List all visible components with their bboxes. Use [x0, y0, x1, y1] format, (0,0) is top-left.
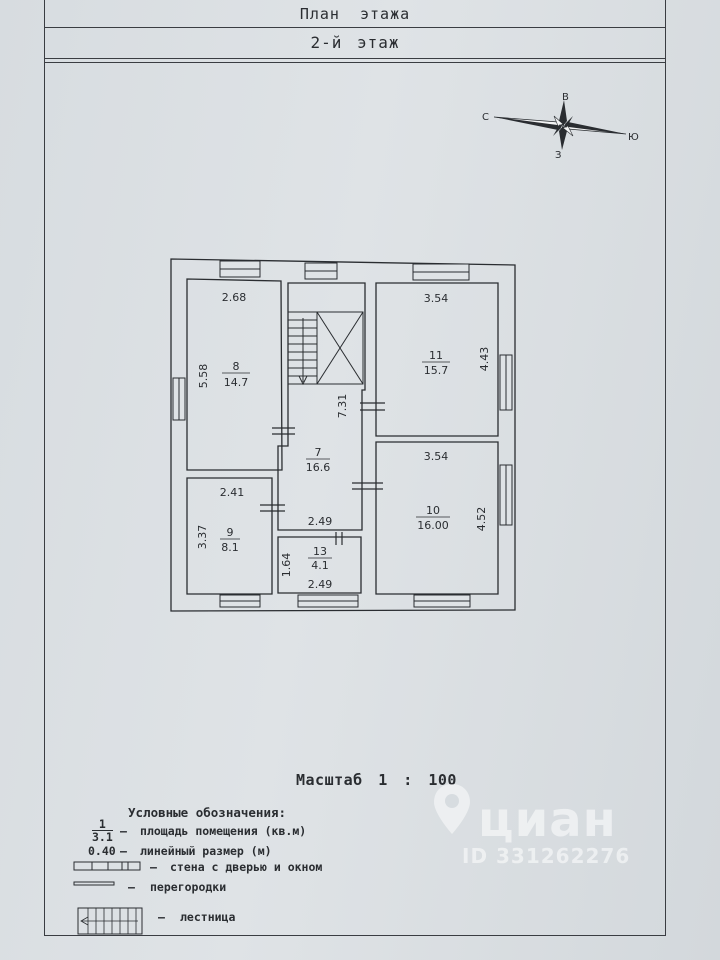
room-10-width: 3.54: [424, 450, 449, 463]
plan-title: План этажа: [299, 5, 411, 23]
room-7-length: 7.31: [336, 394, 349, 419]
legend-partition-desc: перегородки: [150, 880, 227, 894]
compass-needle: [559, 126, 567, 150]
window-icon: [91, 861, 109, 871]
legend-area-example: 1 3.1: [92, 818, 113, 843]
room-9-length: 3.37: [196, 525, 209, 550]
compass-east-label: В: [562, 92, 569, 103]
stairs-icon: [77, 907, 143, 935]
compass-south-label: Ю: [628, 132, 639, 143]
room-10-walls: [375, 441, 499, 595]
compass-needle: [553, 115, 564, 127]
room-10-area: 16.00: [417, 519, 449, 532]
room-13-number: 13: [313, 545, 327, 558]
room-10-number: 10: [426, 504, 440, 517]
room-11-number: 11: [429, 349, 443, 362]
location-pin-icon: [445, 794, 459, 808]
legend-size-desc: линейный размер (м): [140, 844, 272, 858]
legend-wall-desc: стена с дверью и окном: [170, 860, 323, 874]
compass-needle: [494, 117, 562, 130]
document-frame: [44, 0, 666, 936]
room-11-width: 3.54: [424, 292, 449, 305]
legend-stairs-desc: лестница: [180, 910, 236, 924]
room-8-area: 14.7: [224, 376, 249, 389]
watermark-brand: циан: [478, 792, 617, 848]
room-9-walls: [186, 477, 273, 595]
compass-needle: [562, 125, 574, 137]
stairs-icon: [287, 311, 364, 386]
location-pin-icon: [434, 784, 470, 834]
room-7-width: 2.49: [308, 515, 333, 528]
room-7-walls: [277, 282, 366, 531]
room-7-number: 7: [315, 446, 322, 459]
legend-dash: –: [120, 824, 127, 838]
room-11-area: 15.7: [424, 364, 449, 377]
legend-wall-symbols: [73, 861, 141, 886]
room-11-length: 4.43: [478, 347, 491, 372]
compass-needle: [564, 122, 626, 134]
legend-area-denominator: 3.1: [92, 830, 113, 844]
room-9-area: 8.1: [221, 541, 239, 554]
room-13-area: 4.1: [311, 559, 329, 572]
compass-rose: С В Ю З: [482, 92, 639, 161]
room-13-walls: [277, 536, 362, 594]
compass-needle: [553, 124, 561, 136]
legend-dash: –: [150, 860, 157, 874]
room-13-width: 2.49: [308, 578, 333, 591]
compass-north-label: С: [482, 112, 489, 123]
stair-step: [316, 311, 364, 385]
room-10-length: 4.52: [475, 507, 488, 532]
floor-title: 2-й этаж: [310, 33, 400, 52]
room-8-width: 2.68: [222, 291, 247, 304]
compass-needle: [559, 100, 567, 126]
stairs-icon: [287, 311, 364, 385]
scale-label: Масштаб 1 : 100: [296, 771, 457, 789]
room-8-walls: [186, 278, 283, 471]
legend-area-desc: площадь помещения (кв.м): [140, 824, 307, 838]
header-divider: [44, 62, 666, 63]
watermark: циан ID 331262276: [420, 772, 660, 872]
room-7-area: 16.6: [306, 461, 331, 474]
room-8-length: 5.58: [197, 364, 210, 389]
compass-needle: [565, 116, 573, 128]
room-11-walls: [375, 282, 499, 437]
watermark-id: ID 331262276: [462, 844, 631, 868]
stairs-direction-arrow: [80, 916, 89, 926]
location-pin-icon: [434, 784, 470, 834]
room-13-length: 1.64: [280, 553, 293, 578]
stairs-direction-arrow: [298, 375, 308, 386]
legend-area-numerator: 1: [98, 817, 106, 831]
header-divider: [44, 58, 666, 59]
room-9-width: 2.41: [220, 486, 245, 499]
legend-stairs-symbol: [77, 907, 143, 935]
partition-symbol: [73, 881, 115, 886]
legend-dash: –: [158, 910, 165, 924]
compass-west-label: З: [555, 150, 561, 161]
legend-dash: –: [128, 880, 135, 894]
outer-wall-outline: [170, 258, 516, 612]
header-divider: [44, 27, 666, 28]
room-9-number: 9: [227, 526, 234, 539]
legend-dash: –: [120, 844, 127, 858]
legend-title: Условные обозначения:: [128, 805, 287, 820]
legend-size-example: 0.40: [88, 844, 116, 858]
room-8-number: 8: [233, 360, 240, 373]
